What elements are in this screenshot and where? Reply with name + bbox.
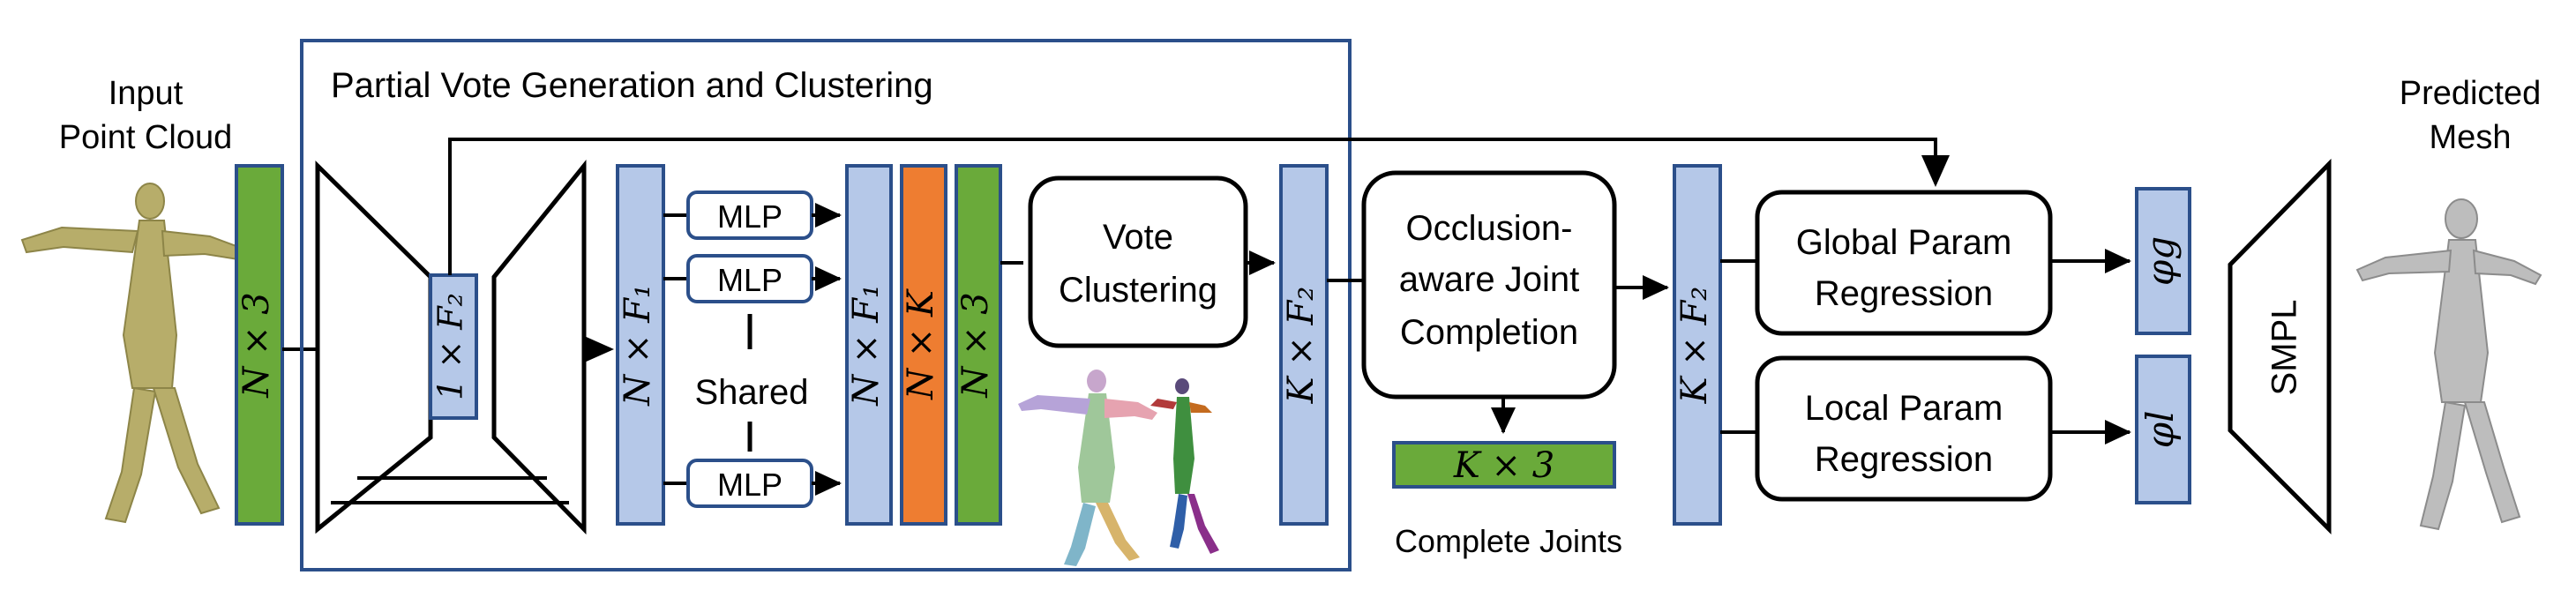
mlp-out-tensor-label: N × F₁ (846, 284, 887, 407)
mlp-middle-label: MLP (717, 262, 783, 298)
phi-g-tensor-label: φg (2138, 236, 2182, 286)
completed-tensor-label: K × F₂ (1674, 287, 1715, 405)
joint-completion-line1: Occlusion- (1406, 209, 1573, 248)
module-title: Partial Vote Generation and Clustering (331, 66, 933, 105)
bottleneck-tensor-bar (429, 273, 478, 420)
module-frame (300, 39, 1352, 571)
input-tensor-label: N × 3 (236, 292, 277, 398)
votes-xyz-tensor-label: N × 3 (955, 292, 996, 398)
vote-clustering-line1: Vote (1103, 218, 1173, 257)
feature-tensor-label: N × F₁ (618, 284, 658, 407)
local-regression-line1: Local Param (1805, 389, 2003, 428)
predicted-title-line1: Predicted (2400, 75, 2542, 112)
bottleneck-tensor-label: 1 × F₂ (431, 293, 470, 400)
shared-label: Shared (695, 373, 809, 412)
global-regression-line2: Regression (1815, 274, 1993, 313)
phi-g-tensor-bar (2135, 187, 2191, 335)
clustered-vote-cloud-figure (1150, 378, 1219, 554)
colored-vote-cloud-figure (1018, 370, 1157, 566)
mlp-out-tensor-bar (845, 164, 893, 526)
phi-l-tensor-bar (2135, 355, 2191, 504)
feature-tensor-bar (616, 164, 665, 526)
decoder-trapezoid (491, 159, 587, 535)
vote-clustering-line2: Clustering (1059, 271, 1217, 310)
joint-completion-line3: Completion (1400, 313, 1578, 352)
votes-k-tensor-bar (900, 164, 947, 526)
local-regression-line2: Regression (1815, 440, 1993, 479)
smpl-trapezoid (2228, 158, 2332, 535)
cluster-tensor-bar (1279, 164, 1329, 526)
input-title-line1: Input (109, 75, 183, 112)
local-regression-box (1755, 355, 2053, 502)
votes-k-tensor-label: N × K (901, 288, 941, 400)
joint-completion-box (1361, 170, 1617, 400)
cluster-tensor-label: K × F₂ (1281, 287, 1322, 405)
joint-completion-line2: aware Joint (1399, 260, 1580, 299)
joints-tensor-bar (1392, 441, 1616, 489)
input-tensor-bar (235, 164, 284, 526)
arrow-bottleneck-to-global-regression (448, 138, 1950, 275)
predicted-mesh-figure (2355, 198, 2542, 531)
complete-joints-caption: Complete Joints (1395, 523, 1622, 559)
phi-l-tensor-label: φl (2138, 411, 2182, 449)
global-regression-line1: Global Param (1796, 223, 2012, 262)
smpl-label: SMPL (2265, 300, 2304, 396)
joints-tensor-label: K × 3 (1453, 445, 1554, 486)
completed-tensor-bar (1673, 164, 1722, 526)
input-title-line2: Point Cloud (59, 119, 232, 156)
votes-xyz-tensor-bar (955, 164, 1002, 526)
mlp-bottom-label: MLP (717, 467, 783, 503)
input-point-cloud-figure (20, 183, 245, 524)
mlp-top-label: MLP (717, 198, 783, 235)
vote-clustering-box (1028, 176, 1248, 348)
encoder-trapezoid (315, 161, 433, 534)
predicted-title-line2: Mesh (2430, 119, 2512, 156)
